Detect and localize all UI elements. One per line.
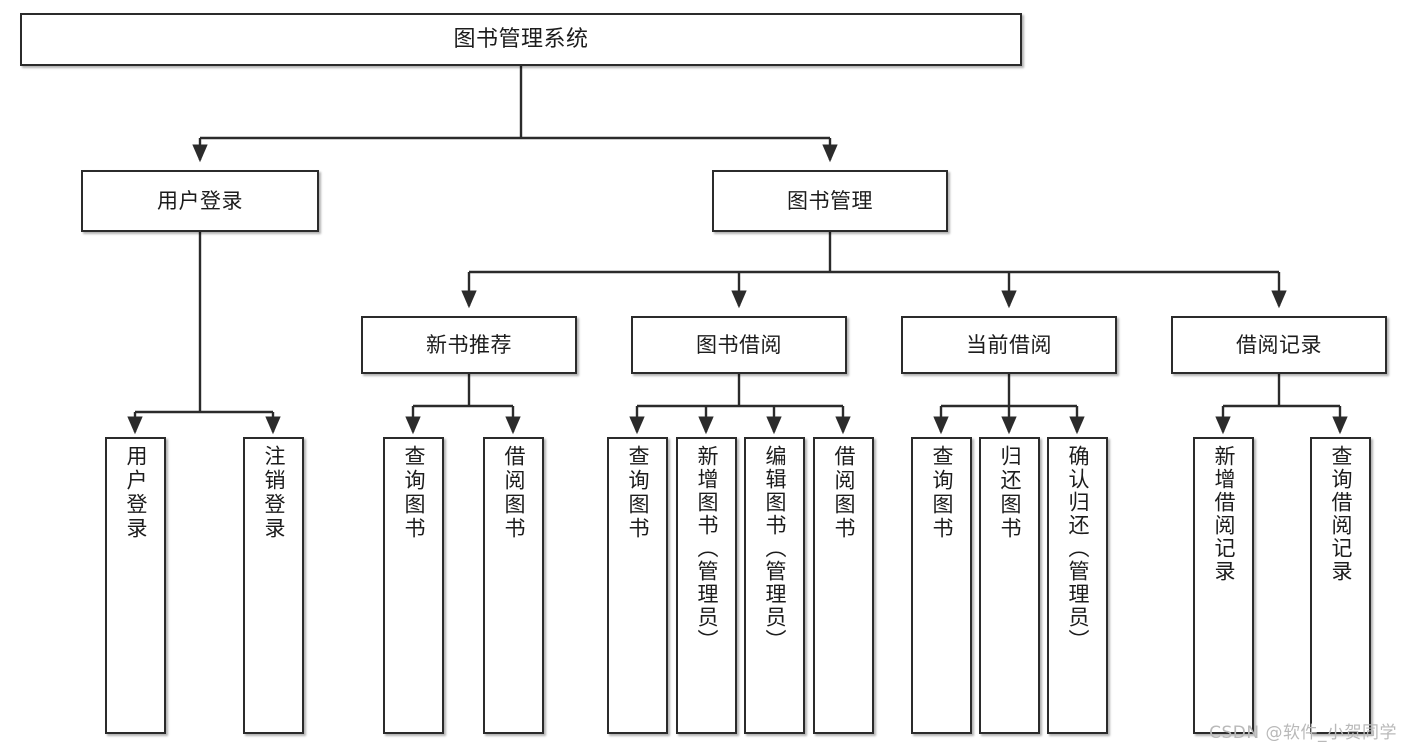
node-label: 图书借阅 <box>696 332 782 357</box>
leaf-borrow-book-recommend[interactable]: 借阅图书 <box>483 437 544 734</box>
node-label: 查询图书 <box>626 445 650 541</box>
node-label: 编辑图书（管理员） <box>763 445 787 652</box>
node-label: 借阅图书 <box>832 445 856 541</box>
node-label: 借阅记录 <box>1236 332 1322 357</box>
node-label: 图书管理 <box>787 188 873 213</box>
node-label: 用户登录 <box>157 188 243 213</box>
node-new-book-recommend[interactable]: 新书推荐 <box>361 316 577 374</box>
node-label: 新书推荐 <box>426 332 512 357</box>
leaf-query-book-borrow[interactable]: 查询图书 <box>607 437 668 734</box>
node-book-manage[interactable]: 图书管理 <box>712 170 948 232</box>
node-label: 确认归还（管理员） <box>1066 445 1090 652</box>
node-label: 新增图书（管理员） <box>695 445 719 652</box>
node-label: 注销登录 <box>262 445 286 541</box>
node-label: 新增借阅记录 <box>1212 445 1236 583</box>
node-label: 借阅图书 <box>502 445 526 541</box>
leaf-query-book-recommend[interactable]: 查询图书 <box>383 437 444 734</box>
leaf-edit-book-admin[interactable]: 编辑图书（管理员） <box>744 437 805 734</box>
leaf-user-logout[interactable]: 注销登录 <box>243 437 304 734</box>
leaf-confirm-return-admin[interactable]: 确认归还（管理员） <box>1047 437 1108 734</box>
node-label: 归还图书 <box>998 445 1022 541</box>
node-label: 查询图书 <box>402 445 426 541</box>
node-user-login[interactable]: 用户登录 <box>81 170 319 232</box>
node-label: 查询图书 <box>930 445 954 541</box>
node-label: 用户登录 <box>124 445 148 541</box>
csdn-watermark: CSDN @软件_小贺同学 <box>1209 723 1397 743</box>
node-borrow-record[interactable]: 借阅记录 <box>1171 316 1387 374</box>
node-book-borrow[interactable]: 图书借阅 <box>631 316 847 374</box>
node-label: 查询借阅记录 <box>1329 445 1353 583</box>
leaf-query-borrow-record[interactable]: 查询借阅记录 <box>1310 437 1371 734</box>
leaf-add-book-admin[interactable]: 新增图书（管理员） <box>676 437 737 734</box>
leaf-return-book[interactable]: 归还图书 <box>979 437 1040 734</box>
leaf-borrow-book[interactable]: 借阅图书 <box>813 437 874 734</box>
node-root-book-management-system[interactable]: 图书管理系统 <box>20 13 1022 66</box>
node-label: 图书管理系统 <box>453 26 589 52</box>
node-current-borrow[interactable]: 当前借阅 <box>901 316 1117 374</box>
node-label: 当前借阅 <box>966 332 1052 357</box>
leaf-add-borrow-record[interactable]: 新增借阅记录 <box>1193 437 1254 734</box>
leaf-user-login[interactable]: 用户登录 <box>105 437 166 734</box>
leaf-query-book-current[interactable]: 查询图书 <box>911 437 972 734</box>
